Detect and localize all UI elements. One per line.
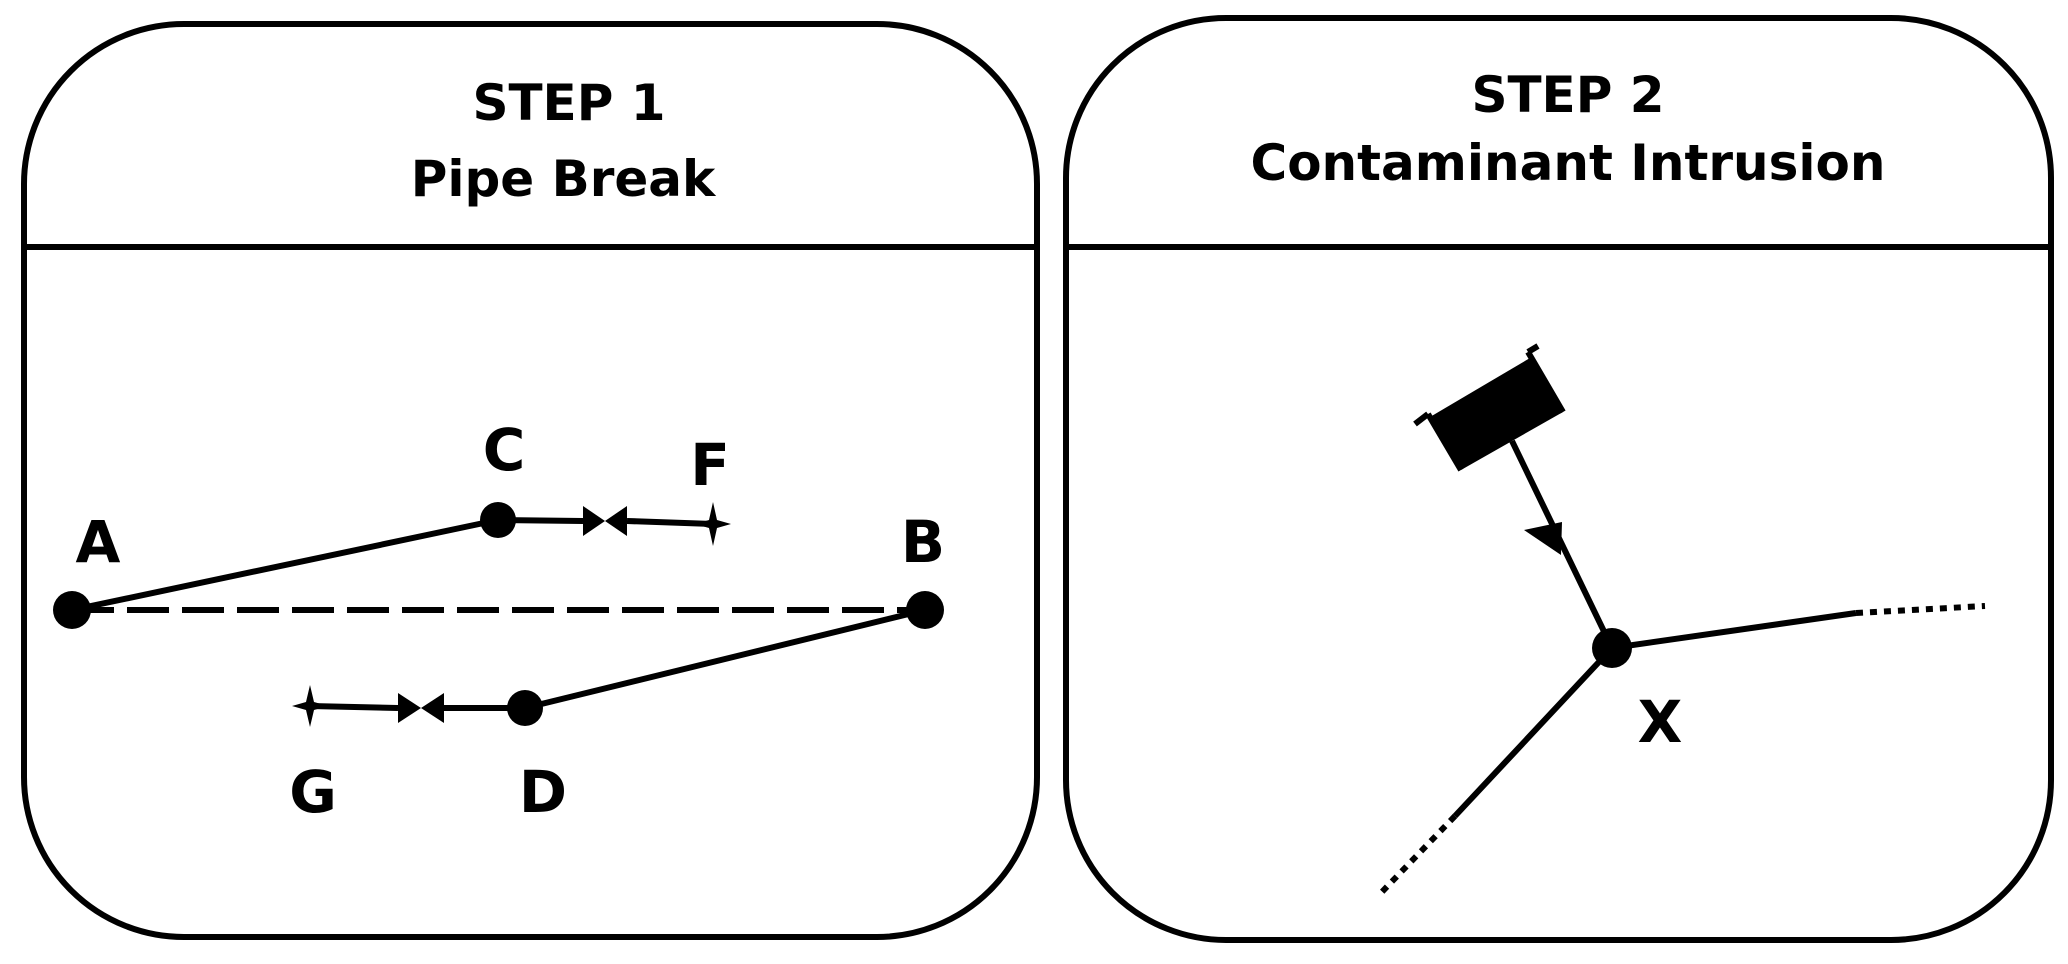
valve-icon <box>583 506 627 536</box>
pipe-end-star-icon <box>695 502 731 546</box>
panel-1-frame <box>21 21 1040 940</box>
contaminant-source-tank-icon <box>1413 343 1566 472</box>
node-d-label: D <box>519 758 567 826</box>
pipe-x-southwest-continuation <box>1375 813 1458 899</box>
panel-2-title: Contaminant Intrusion <box>1251 134 1886 192</box>
panel-step-1: STEP 1 Pipe Break A B C F D G <box>21 21 1040 940</box>
node-x-label: X <box>1638 688 1683 756</box>
pipe-a-c <box>71 517 499 613</box>
pipe-end-star-icon <box>292 685 328 727</box>
panel-1-step-label: STEP 1 <box>472 74 665 132</box>
panel-step-2: STEP 2 Contaminant Intrusion X <box>1063 15 2054 943</box>
pipe-x-east-continuation <box>1855 603 1986 616</box>
node-a <box>53 591 91 629</box>
node-d <box>507 690 543 726</box>
pipe-b-d <box>524 607 926 711</box>
node-f-label: F <box>690 431 730 499</box>
node-c <box>480 502 516 538</box>
node-b-label: B <box>901 508 945 576</box>
node-g-label: G <box>289 758 337 826</box>
flow-arrow-icon <box>1524 522 1562 555</box>
panel-2-step-label: STEP 2 <box>1471 66 1664 124</box>
intrusion-pipe <box>1509 439 1615 650</box>
node-x <box>1592 628 1632 668</box>
pipe-x-east <box>1611 610 1857 651</box>
node-a-label: A <box>76 508 121 576</box>
panel-1-title: Pipe Break <box>411 150 717 208</box>
pipe-x-southwest <box>1452 645 1615 819</box>
valve-icon <box>398 693 444 723</box>
node-c-label: C <box>483 416 526 484</box>
panel-2-frame <box>1063 15 2054 943</box>
node-b <box>906 591 944 629</box>
